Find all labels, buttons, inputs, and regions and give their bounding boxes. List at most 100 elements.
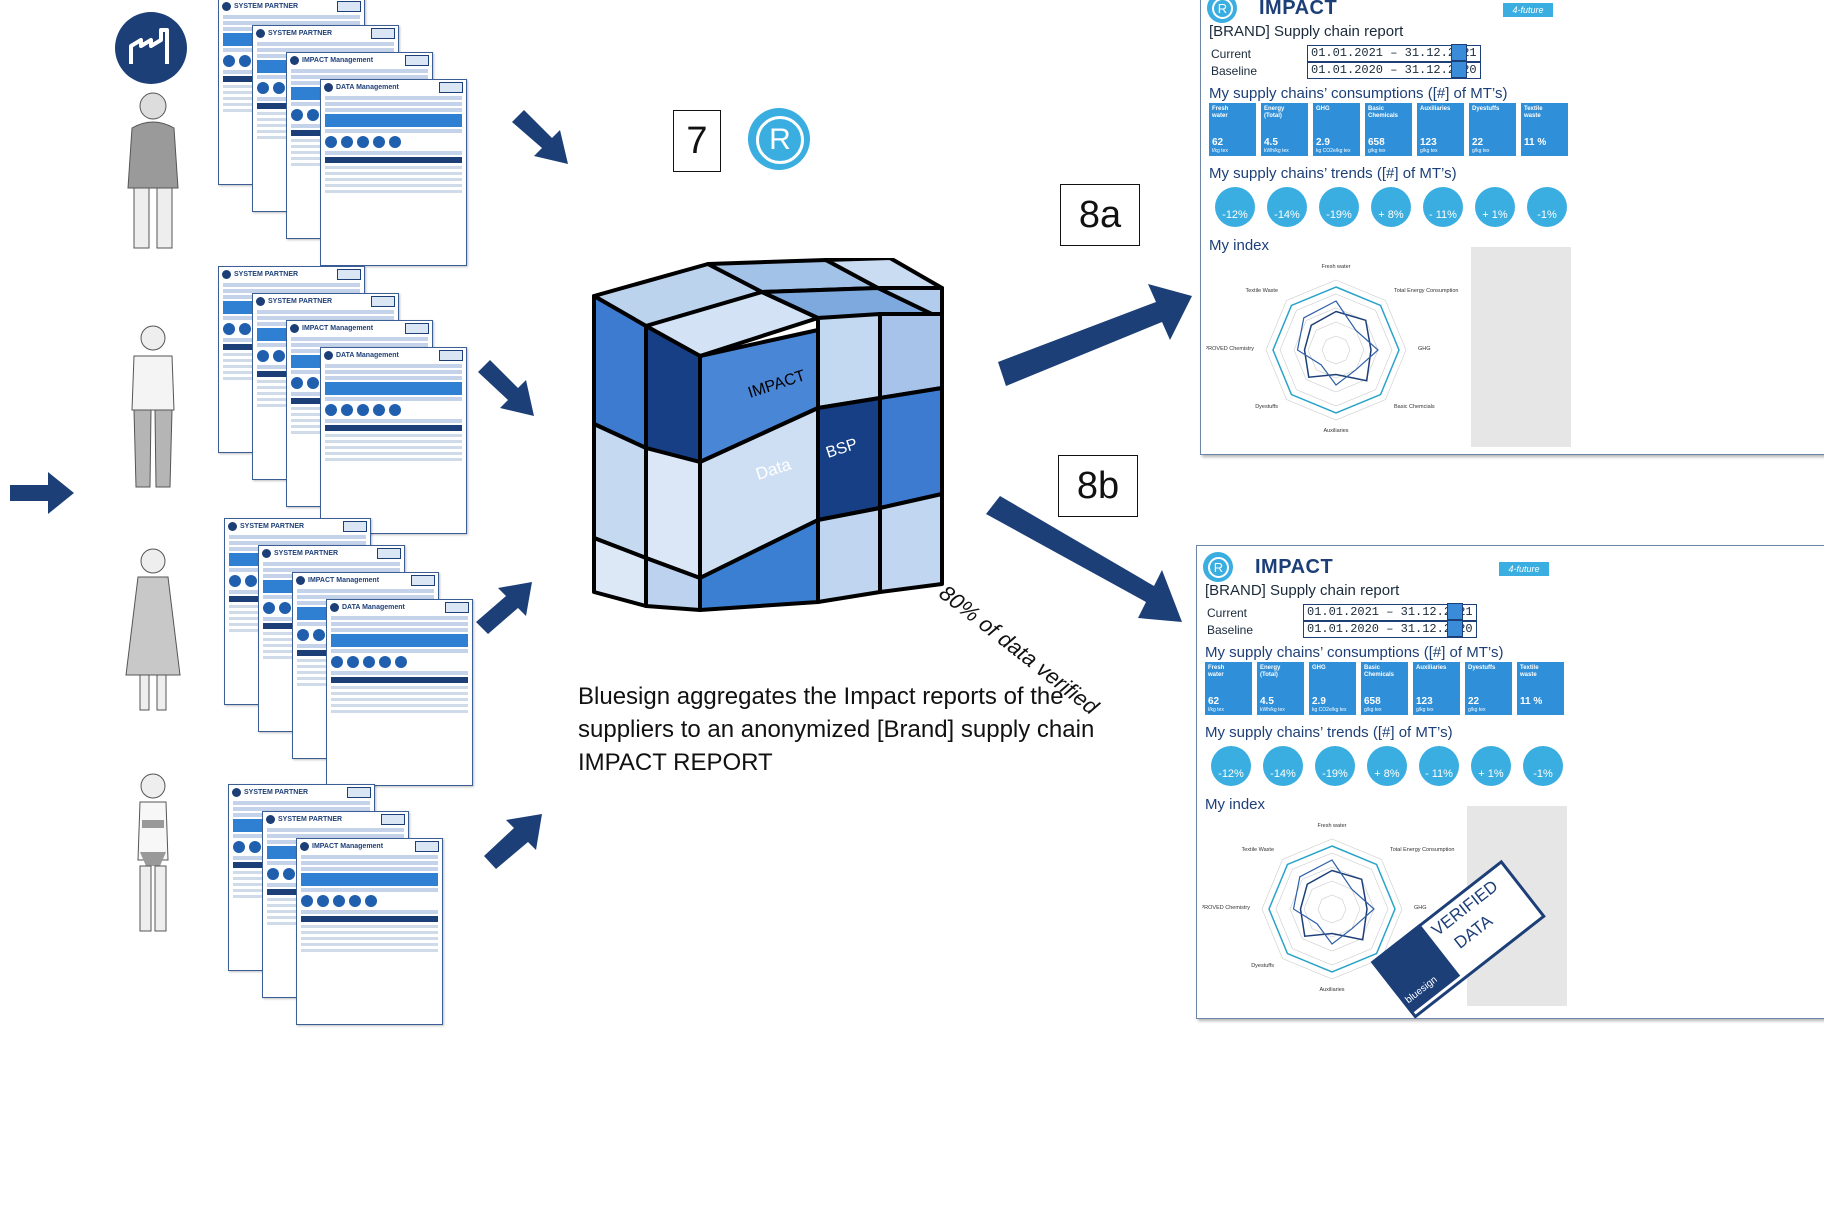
person-swimwear-figure bbox=[137, 773, 169, 932]
mini-row bbox=[301, 949, 438, 952]
caption-text: Bluesign aggregates the Impact reports o… bbox=[578, 683, 1095, 776]
mini-logo-icon bbox=[324, 350, 333, 360]
mini-row bbox=[325, 172, 462, 175]
arrow-group1 bbox=[512, 110, 568, 164]
trend-circle: -1% bbox=[1523, 746, 1563, 786]
mini-row bbox=[325, 452, 462, 455]
input-arrow bbox=[10, 472, 74, 514]
radar-grid bbox=[1293, 307, 1379, 393]
radar-grid bbox=[1275, 852, 1389, 966]
mini-trend-dot bbox=[389, 404, 401, 416]
tile-value: 658 bbox=[1368, 136, 1385, 148]
mini-ln bbox=[325, 151, 462, 155]
mini-bar bbox=[325, 382, 462, 395]
mini-trend-dot bbox=[245, 575, 257, 587]
trend-circle: + 8% bbox=[1367, 746, 1407, 786]
trend-value: -19% bbox=[1322, 768, 1348, 780]
step-label-8a: 8a bbox=[1060, 184, 1140, 246]
mini-trend-dot bbox=[325, 136, 337, 148]
tile-value: 11 % bbox=[1520, 695, 1543, 707]
mini-ln bbox=[229, 541, 366, 545]
mini-report-header: DATA Management bbox=[327, 600, 472, 614]
mini-ln bbox=[331, 628, 468, 632]
radar-axis-label: Fresh water bbox=[1321, 264, 1350, 270]
tile-value: 2.9 bbox=[1316, 136, 1330, 148]
mini-report: DATA Management bbox=[326, 599, 473, 786]
mini-report-header: SYSTEM PARTNER bbox=[259, 546, 404, 560]
radar-axis-label: GHG bbox=[1414, 905, 1427, 911]
mini-report-title: DATA Management bbox=[336, 351, 399, 359]
mini-report: DATA Management bbox=[320, 347, 467, 534]
baseline-label: Baseline bbox=[1207, 623, 1254, 637]
mini-ln bbox=[223, 15, 360, 19]
index-heading: My index bbox=[1205, 796, 1266, 813]
radar-axis-label: Dyestuffs bbox=[1251, 963, 1274, 969]
trend-value: -14% bbox=[1270, 768, 1296, 780]
radar-grid bbox=[1289, 866, 1375, 952]
arrow-to-report-a bbox=[998, 284, 1192, 386]
mini-row bbox=[325, 440, 462, 443]
tile-unit: kg CO2e/kg tex bbox=[1316, 147, 1351, 154]
tile-label: Energy (Total) bbox=[1264, 106, 1285, 119]
mini-logo-icon bbox=[290, 323, 299, 333]
tile-label: Dyestuffs bbox=[1468, 665, 1496, 671]
current-dropdown-icon bbox=[1447, 603, 1463, 620]
mini-ln bbox=[223, 21, 360, 25]
mini-trend-dot bbox=[267, 868, 279, 880]
radar-grid bbox=[1265, 279, 1407, 421]
trend-value: -12% bbox=[1218, 768, 1244, 780]
arrow-group4 bbox=[484, 814, 542, 869]
mini-trend-dot bbox=[379, 656, 391, 668]
mini-bar bbox=[331, 634, 468, 647]
mini-dots bbox=[331, 656, 468, 668]
registered-mark: R bbox=[756, 116, 804, 164]
mini-ln bbox=[301, 861, 438, 865]
mini-ln bbox=[229, 535, 366, 539]
mini-logo-icon bbox=[256, 28, 265, 38]
mini-report-header: IMPACT Management bbox=[287, 53, 432, 67]
trend-value: -12% bbox=[1222, 209, 1248, 221]
mini-trend-dot bbox=[373, 404, 385, 416]
mini-report-header: SYSTEM PARTNER bbox=[263, 812, 408, 826]
mini-logo-icon bbox=[290, 55, 299, 65]
mini-logo-icon bbox=[232, 787, 241, 797]
radar-series bbox=[1292, 859, 1375, 945]
mini-ln bbox=[267, 828, 404, 832]
mini-flag-icon bbox=[377, 547, 401, 559]
mini-report-header: DATA Management bbox=[321, 348, 466, 362]
mini-flag-icon bbox=[445, 601, 469, 613]
trend-circle: -14% bbox=[1263, 746, 1303, 786]
mini-ln bbox=[301, 855, 438, 859]
tile-label: Textile waste bbox=[1520, 665, 1539, 678]
tile-unit: g/kg tex bbox=[1416, 706, 1434, 713]
mini-flag-icon bbox=[381, 813, 405, 825]
radar-grid bbox=[1303, 880, 1361, 938]
mini-tbl bbox=[331, 677, 468, 683]
tile-unit: l/kg tex bbox=[1208, 706, 1224, 713]
mini-report-title: SYSTEM PARTNER bbox=[268, 297, 333, 305]
mini-report-header: SYSTEM PARTNER bbox=[229, 785, 374, 799]
baseline-dropdown-icon bbox=[1451, 61, 1467, 78]
trend-circle: - 11% bbox=[1419, 746, 1459, 786]
mini-ln bbox=[257, 310, 394, 314]
mini-ln bbox=[301, 910, 438, 914]
mini-report-header: SYSTEM PARTNER bbox=[253, 26, 398, 40]
mini-ln bbox=[263, 562, 400, 566]
mini-trend-dot bbox=[317, 895, 329, 907]
mini-ln bbox=[233, 801, 370, 805]
tile-label: Auxiliaries bbox=[1420, 106, 1451, 112]
mini-report: IMPACT Management bbox=[296, 838, 443, 1025]
badge: 4-future bbox=[1499, 562, 1549, 576]
trend-circle: -19% bbox=[1319, 187, 1359, 227]
trend-value: + 8% bbox=[1378, 209, 1404, 221]
mini-report-header: DATA Management bbox=[321, 80, 466, 94]
tile-label: Fresh water bbox=[1212, 106, 1229, 119]
mini-logo-icon bbox=[330, 602, 339, 612]
mini-trend-dot bbox=[223, 323, 235, 335]
radar-axis-label: bluesign APPROVED Chemistry bbox=[1202, 905, 1250, 911]
